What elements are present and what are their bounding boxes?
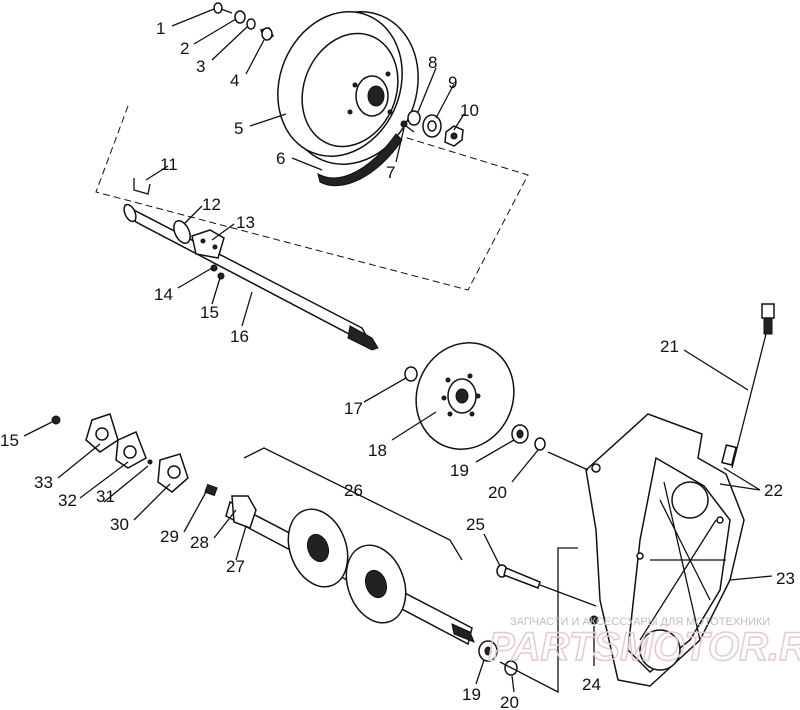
- callout-26: 26: [344, 481, 363, 500]
- callout-19-upper: 19: [450, 461, 469, 480]
- part-driven-pulley: [277, 11, 419, 165]
- axis-line-bolt: [539, 584, 597, 607]
- callout-16: 16: [230, 327, 249, 346]
- callout-6: 6: [276, 149, 285, 168]
- callout-7: 7: [386, 163, 395, 182]
- part-key: [133, 178, 151, 195]
- part-nut-24: [589, 615, 599, 625]
- callout-15-upper: 15: [200, 303, 219, 322]
- callout-33: 33: [34, 473, 53, 492]
- part-washer-upper: [534, 437, 546, 451]
- part-circlip: [404, 366, 418, 382]
- callout-22: 22: [764, 481, 783, 500]
- callout-10: 10: [460, 101, 479, 120]
- part-chaincase: [585, 413, 745, 687]
- callout-30: 30: [110, 515, 129, 534]
- part-bearing-upper-bore: [516, 429, 524, 439]
- callout-12: 12: [202, 195, 221, 214]
- callout-4: 4: [230, 71, 239, 90]
- axis-line-lower: [499, 547, 578, 694]
- callout-11: 11: [160, 155, 178, 174]
- part-bearing-lower-bore: [484, 646, 492, 656]
- part-chain: [317, 133, 403, 187]
- callout-28: 28: [190, 533, 209, 552]
- callout-23: 23: [776, 569, 795, 588]
- part-flange-set: [51, 413, 218, 497]
- part-brake-disc: [415, 342, 515, 450]
- callout-21: 21: [660, 337, 679, 356]
- part-bolt-25: [496, 564, 541, 589]
- group-outline-upper: [95, 105, 529, 291]
- axis-line-upper: [547, 451, 589, 471]
- watermark-brand: PARTSMOTOR.RU: [488, 625, 800, 669]
- part-speedo-cable: [721, 303, 775, 469]
- callout-31: 31: [96, 487, 115, 506]
- bracket-26: [243, 447, 463, 561]
- callout-20-upper: 20: [488, 483, 507, 502]
- callout-19-lower: 19: [462, 685, 481, 704]
- callout-14: 14: [154, 285, 173, 304]
- watermark-caption: ЗАПЧАСТИ И АКСЕССУАРЫ ДЛЯ МОТОТЕХНИКИ: [510, 616, 770, 628]
- callout-18: 18: [368, 441, 387, 460]
- callout-1: 1: [156, 19, 165, 38]
- callout-13: 13: [236, 213, 255, 232]
- callout-20-lower: 20: [500, 693, 519, 710]
- part-nut-washers: [400, 110, 464, 147]
- leader-lines: [23, 8, 773, 693]
- callout-9: 9: [448, 73, 457, 92]
- callout-2: 2: [180, 39, 189, 58]
- callout-5: 5: [234, 119, 243, 138]
- callout-3: 3: [196, 57, 205, 76]
- callout-24: 24: [582, 675, 601, 694]
- callout-27: 27: [226, 557, 245, 576]
- callout-29: 29: [160, 527, 179, 546]
- callout-8: 8: [428, 53, 437, 72]
- callout-32: 32: [58, 491, 77, 510]
- callout-17: 17: [344, 399, 363, 418]
- callout-25: 25: [466, 515, 485, 534]
- part-drive-shaft: [225, 495, 475, 646]
- part-bolt-washers: [213, 2, 275, 41]
- callout-15-lower: 15: [0, 431, 19, 450]
